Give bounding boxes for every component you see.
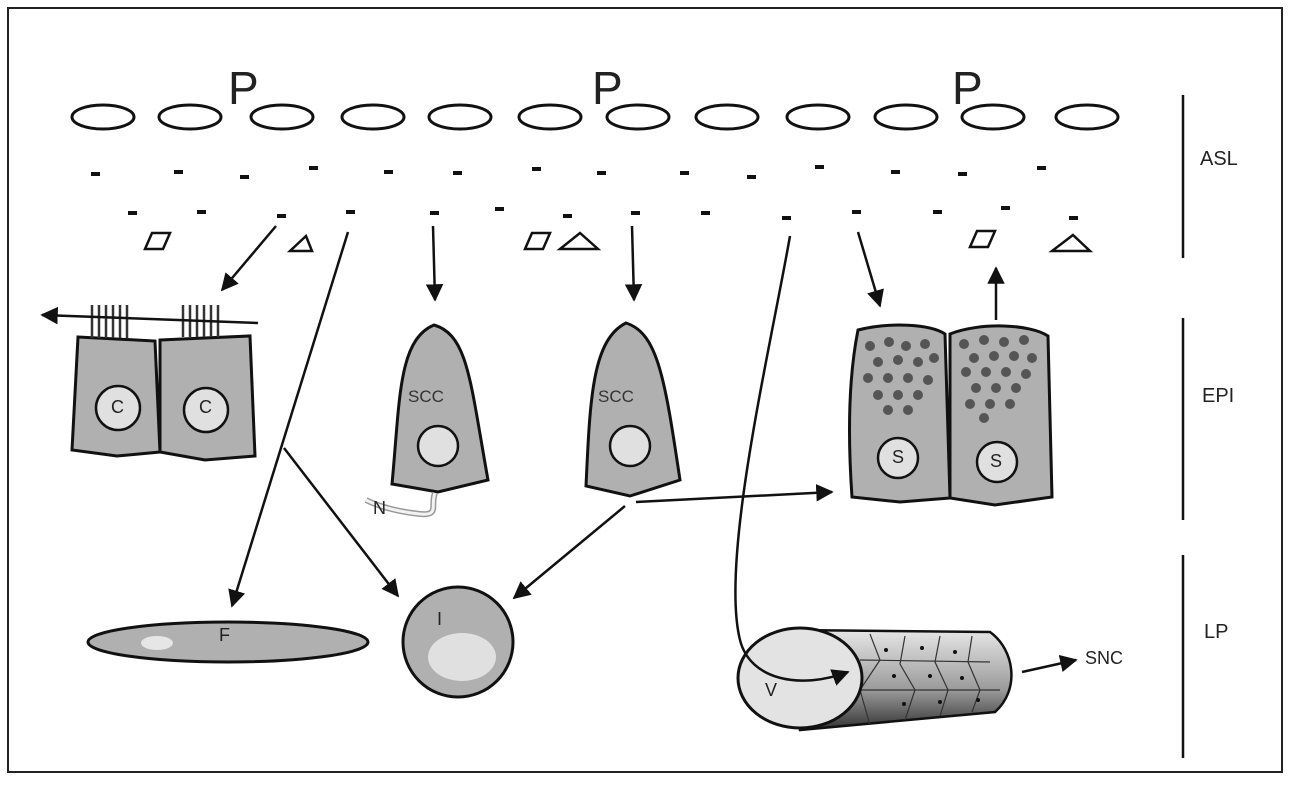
pathogen-cell [1056,105,1118,129]
immune-label: I [437,609,442,629]
ciliated-cells: C C [42,305,258,460]
pathogen-cell [607,105,669,129]
vessel: V [738,628,1011,730]
secretory-label: S [892,447,904,467]
pathogen-cell [251,105,313,129]
arrow-to-ciliated [222,226,276,290]
layer-label-asl: ASL [1200,148,1238,170]
arrow-to-secretory [636,492,832,502]
scc-cell-right: SCC [586,323,680,496]
pathogen-cell [519,105,581,129]
arrow-to-immune-right [514,506,625,598]
pathogen-cell [875,105,937,129]
pathogen-cell [787,105,849,129]
output-label: SNC [1085,648,1123,668]
pathogen-cell [696,105,758,129]
arrow-to-snc [1022,660,1076,672]
arrow-to-vessel [735,236,848,681]
layer-label-lp: LP [1204,621,1228,643]
pathogen-label: P [228,62,259,114]
vessel-label: V [765,680,777,700]
fibroblast: F [88,622,368,662]
ciliated-cell-label: C [111,397,124,417]
scc-label: SCC [598,387,634,406]
layer-label-epi: EPI [1202,385,1234,407]
cilia-beat-arrow [42,315,258,323]
pathogen-cell [72,105,134,129]
pathogen-cell [159,105,221,129]
arrow-to-secretory-top [858,232,880,306]
molecule-dashes [91,165,1078,220]
arrow-to-immune-left [284,448,398,596]
pathogen-cell [342,105,404,129]
pathogen-cell [962,105,1024,129]
arrow-to-scc-right [632,226,634,300]
immune-cell: I [403,587,513,697]
molecule-triangles [290,233,1090,251]
secretory-cells: S S [850,325,1052,505]
scc-label: SCC [408,387,444,406]
ciliated-cell-label: C [199,397,212,417]
nerve-label: N [373,498,386,518]
fibroblast-label: F [219,625,230,645]
arrow-to-scc-left [433,226,435,300]
scc-cell-left: SCC N [366,325,488,518]
secretory-label: S [990,451,1002,471]
pathogen-cell [429,105,491,129]
pathogen-label: P [592,62,623,114]
